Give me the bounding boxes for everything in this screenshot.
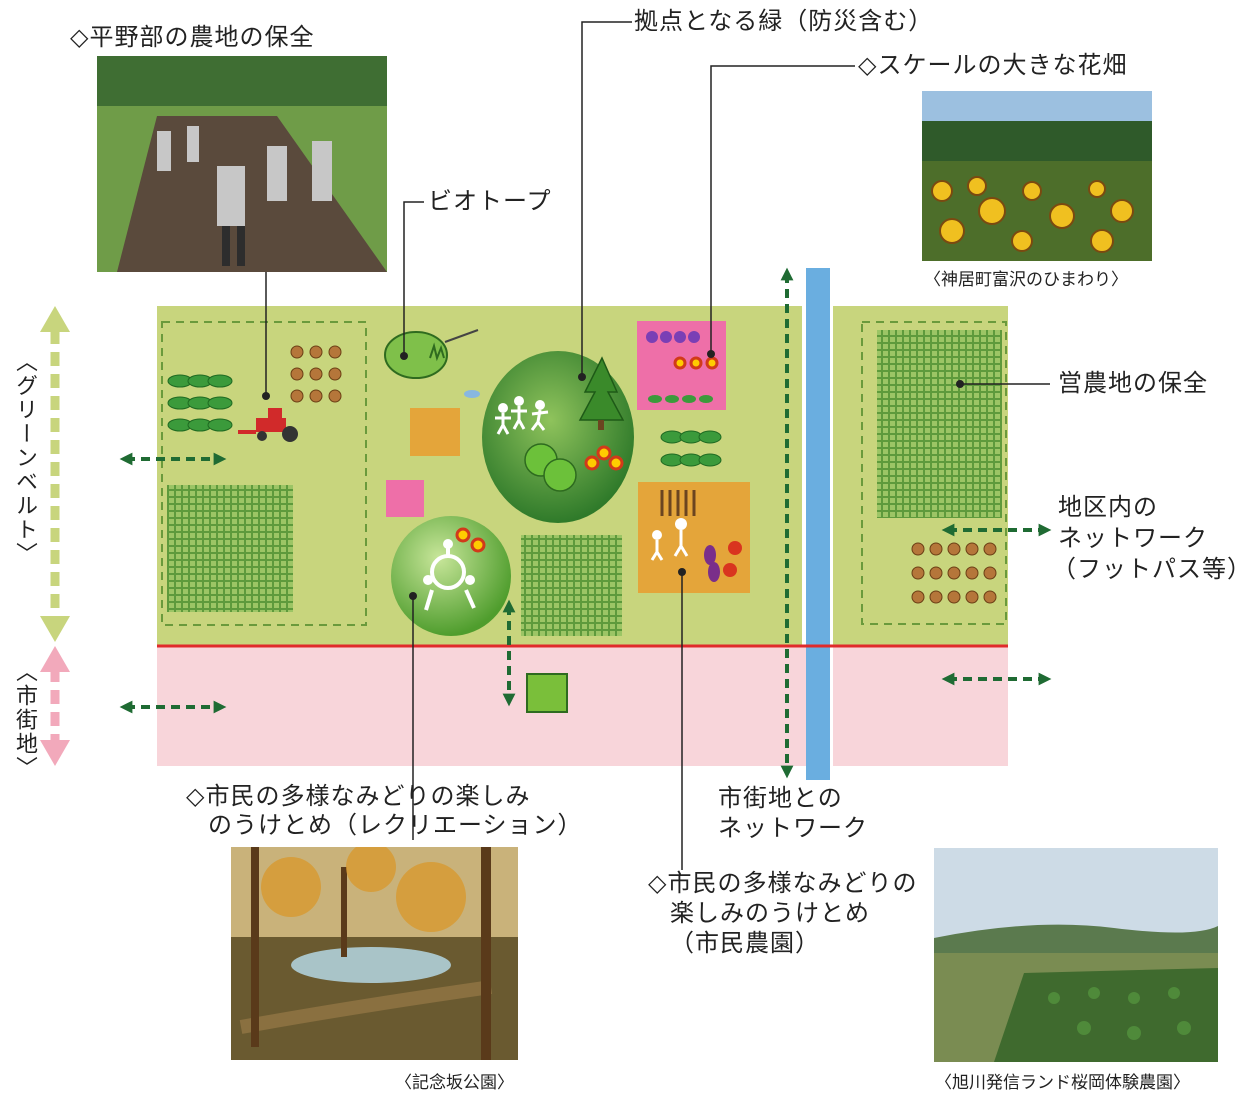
photo-sakuraoka-farm bbox=[934, 848, 1218, 1062]
label-urban-network-line2: ネットワーク bbox=[718, 814, 868, 842]
flower-field-plot bbox=[637, 321, 726, 410]
pink-plot bbox=[386, 480, 424, 517]
label-large-flower-field: ◇スケールの大きな花畑 bbox=[858, 51, 1128, 79]
river bbox=[806, 268, 830, 780]
label-district-network-line3: （フットパス等） bbox=[1052, 555, 1252, 583]
leader-line bbox=[403, 201, 424, 356]
label-biotope: ビオトープ bbox=[428, 187, 552, 215]
label-greenbelt: 〈グリーンベルト〉 bbox=[12, 350, 37, 566]
hub-green-circle bbox=[482, 351, 634, 523]
photo-farmland-workers bbox=[97, 56, 387, 272]
grid-field bbox=[167, 485, 293, 612]
leader-line bbox=[581, 21, 632, 377]
urban-zone-left bbox=[157, 646, 807, 766]
caption-park: 〈記念坂公園〉 bbox=[395, 1073, 514, 1093]
crop-cabbage-icon bbox=[660, 430, 722, 467]
label-allotment: ◇市民の多様なみどりの 楽しみのうけとめ （市民農園） bbox=[648, 868, 917, 958]
farmland-conservation-area bbox=[861, 321, 1007, 625]
tractor-icon bbox=[238, 408, 298, 442]
small-green-plot bbox=[526, 673, 568, 713]
biotope-pond-icon bbox=[384, 329, 480, 398]
label-recreation-line2: のうけとめ（レクリエーション） bbox=[208, 811, 583, 839]
plains-farmland-area bbox=[161, 321, 367, 626]
recreation-circle bbox=[391, 516, 511, 636]
label-urban-network: 市街地との ネットワーク bbox=[718, 783, 868, 843]
label-hub-green: 拠点となる緑（防災含む） bbox=[634, 7, 934, 35]
caption-sunflower: 〈神居町富沢のひまわり〉 bbox=[924, 270, 1128, 290]
allotment-garden-plot bbox=[638, 482, 750, 593]
leader-line bbox=[710, 65, 855, 354]
urban-zone-right bbox=[833, 646, 1008, 766]
label-district-network: 地区内の ネットワーク （フットパス等） bbox=[1052, 492, 1252, 585]
label-district-network-line2: ネットワーク bbox=[1058, 524, 1208, 552]
label-recreation-line1: ◇市民の多様なみどりの楽しみ bbox=[186, 782, 531, 810]
label-district-network-line1: 地区内の bbox=[1058, 493, 1158, 521]
greenbelt-range-arrow bbox=[40, 306, 70, 642]
label-recreation: ◇市民の多様なみどりの楽しみ のうけとめ（レクリエーション） bbox=[186, 782, 583, 840]
crop-onion-icon bbox=[911, 542, 997, 604]
orange-plot bbox=[410, 408, 460, 456]
label-urban-network-line1: 市街地との bbox=[718, 784, 843, 812]
label-allotment-line2: 楽しみのうけとめ bbox=[670, 899, 870, 927]
caption-farm: 〈旭川発信ランド桜岡体験農園〉 bbox=[935, 1073, 1190, 1093]
grid-field bbox=[521, 535, 622, 636]
label-allotment-line3: （市民農園） bbox=[670, 929, 820, 957]
label-allotment-line1: ◇市民の多様なみどりの bbox=[648, 869, 918, 897]
photo-kinenzaka-park bbox=[231, 847, 518, 1060]
photo-sunflower-field bbox=[922, 91, 1152, 261]
urban-range-arrow bbox=[40, 646, 70, 766]
label-farmland-conservation: 営農地の保全 bbox=[1058, 369, 1208, 397]
grid-field bbox=[877, 330, 1002, 518]
label-urban-area: 〈市街地〉 bbox=[12, 660, 37, 780]
label-plains-farmland: ◇平野部の農地の保全 bbox=[70, 23, 315, 51]
crop-cabbage-icon bbox=[167, 374, 233, 432]
crop-onion-icon bbox=[290, 345, 342, 403]
